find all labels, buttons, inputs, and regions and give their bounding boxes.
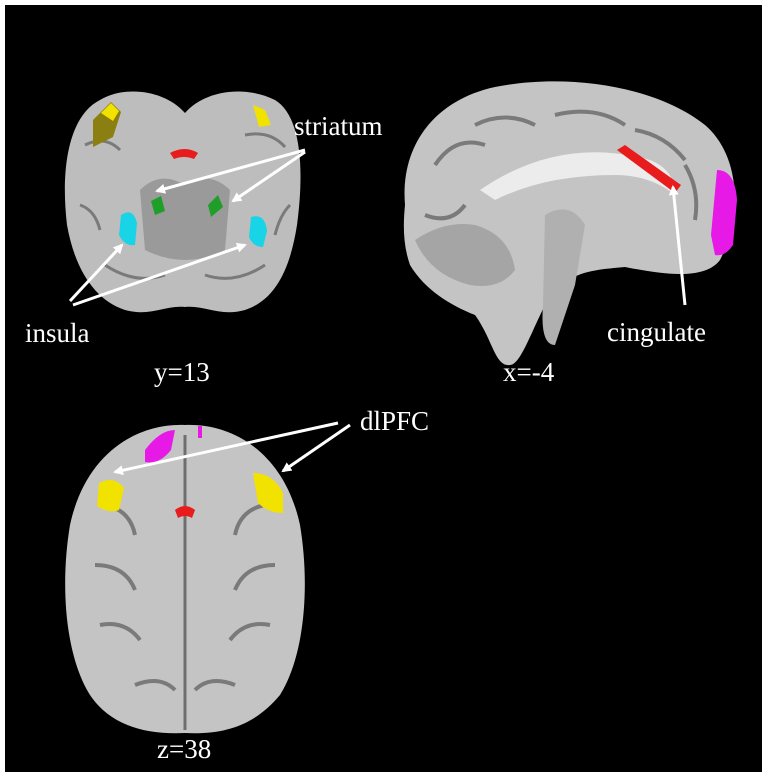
coord-label-axial: z=38 bbox=[157, 736, 211, 763]
coord-label-coronal: y=13 bbox=[154, 359, 210, 386]
coord-label-sagittal: x=-4 bbox=[503, 359, 554, 386]
label-striatum: striatum bbox=[294, 113, 383, 140]
coronal-slice bbox=[65, 91, 301, 312]
label-insula: insula bbox=[25, 320, 90, 347]
label-cingulate: cingulate bbox=[607, 319, 706, 346]
axial-slice bbox=[65, 425, 305, 733]
brain-figure bbox=[5, 5, 762, 772]
label-dlpfc: dlPFC bbox=[360, 408, 429, 435]
figure-panel: striatum insula cingulate dlPFC y=13 x=-… bbox=[5, 5, 762, 772]
